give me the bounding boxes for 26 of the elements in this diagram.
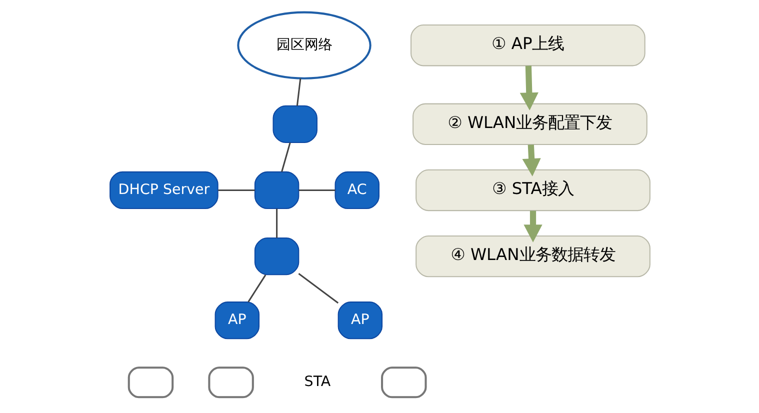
node-box: ④ WLAN业务数据转发 [415, 235, 650, 278]
node-box [254, 171, 299, 210]
connector [218, 189, 254, 191]
arrow [522, 144, 540, 176]
node-box: DHCP Server [109, 171, 218, 210]
arrow [519, 66, 538, 110]
node-box: AP [337, 302, 382, 340]
node-box: AC [334, 171, 379, 210]
node-box [127, 366, 174, 398]
node-box [272, 105, 317, 143]
connector [276, 208, 278, 238]
node-box: ① AP上线 [410, 24, 645, 66]
arrow [523, 210, 542, 242]
node-box: AP [214, 302, 260, 340]
node-box [254, 238, 299, 276]
label: STA [304, 374, 330, 390]
node-ellipse: 园区网络 [236, 11, 371, 80]
connector [298, 273, 338, 304]
node-box [380, 366, 426, 398]
connector [247, 274, 266, 302]
node-box: ③ STA接入 [415, 169, 650, 212]
connector [280, 142, 290, 172]
node-box: ② WLAN业务配置下发 [412, 103, 647, 145]
connector [296, 78, 301, 106]
node-box [208, 366, 254, 398]
connector [298, 189, 335, 191]
